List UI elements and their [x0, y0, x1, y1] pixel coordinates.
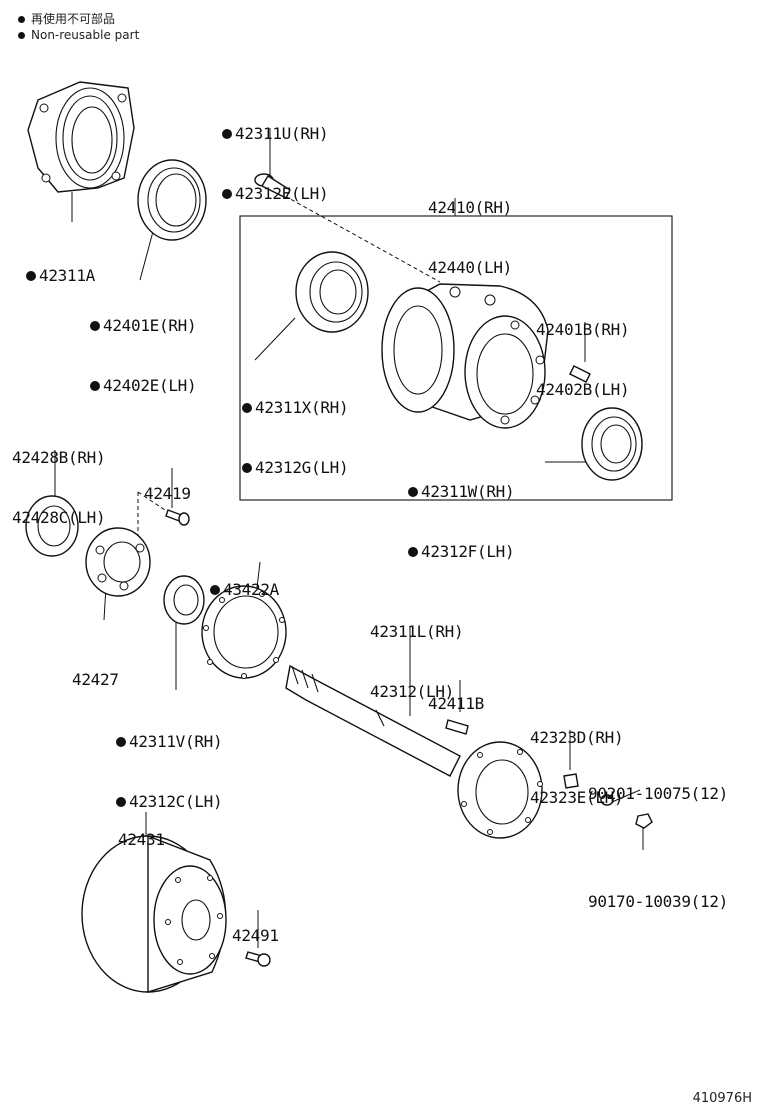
- part-label-90170: 90170-10039(12): [588, 852, 728, 932]
- nonreusable-bullet-icon: [116, 797, 126, 807]
- legend-text-english: Non-reusable part: [31, 28, 140, 42]
- part-label-42401e: 42401E(RH) 42402E(LH): [90, 276, 197, 416]
- part-number: 42427: [72, 670, 119, 689]
- part-number: 42431: [118, 830, 165, 849]
- part-number: 42312C(LH): [129, 792, 223, 811]
- flange-gasket: [201, 585, 287, 679]
- part-number: 90201-10075(12): [588, 784, 728, 803]
- part-label-90201: 90201-10075(12): [588, 744, 728, 824]
- part-number: 42312G(LH): [255, 458, 349, 477]
- bolt-alignment-line: [137, 491, 169, 513]
- legend-line-japanese: 再使用不可部品: [18, 10, 115, 27]
- bearing-retainer-plate: [27, 81, 135, 193]
- part-number: 42419: [144, 484, 191, 503]
- cone-washer: [563, 773, 579, 789]
- part-number: 42311X(RH): [255, 398, 349, 417]
- axle-shaft: [285, 664, 543, 839]
- part-number: 42311V(RH): [129, 732, 223, 751]
- part-label-42419: 42419: [144, 444, 191, 524]
- part-label-42410: 42410(RH) 42440(LH): [428, 158, 512, 298]
- part-number: 43422A: [223, 580, 279, 599]
- shim-ring: [25, 495, 79, 557]
- part-label-42427: 42427: [72, 630, 119, 710]
- part-number: 42312F(LH): [421, 542, 515, 561]
- nonreusable-bullet-icon: [242, 463, 252, 473]
- part-number: 42401E(RH): [103, 316, 197, 335]
- hub-stud: [569, 365, 591, 383]
- nonreusable-bullet-icon: [222, 189, 232, 199]
- nonreusable-bullet-icon: [90, 381, 100, 391]
- part-label-42323d: 42323D(RH) 42323E(LH): [530, 688, 624, 828]
- nonreusable-bullet-icon: [408, 547, 418, 557]
- figure-number: 410976H: [692, 1091, 752, 1106]
- part-number: 42428C(LH): [12, 508, 106, 527]
- part-number: 42410(RH): [428, 198, 512, 217]
- part-number: 42311A: [39, 266, 95, 285]
- part-number: 42402E(LH): [103, 376, 197, 395]
- nonreusable-bullet-icon: [90, 321, 100, 331]
- legend-bullet-icon: [18, 32, 25, 39]
- part-label-42311u: 42311U(RH) 42312E(LH): [222, 84, 329, 224]
- nonreusable-bullet-icon: [210, 585, 220, 595]
- shaft-stud: [445, 719, 469, 735]
- part-label-42311a: 42311A: [26, 226, 95, 306]
- nonreusable-bullet-icon: [408, 487, 418, 497]
- nonreusable-bullet-icon: [242, 403, 252, 413]
- part-label-42428b: 42428B(RH) 42428C(LH): [12, 408, 106, 548]
- part-number: 90170-10039(12): [588, 892, 728, 911]
- legend-line-english: Non-reusable part: [18, 28, 139, 42]
- part-label-43422a: 43422A: [210, 540, 279, 620]
- part-number: 42323D(RH): [530, 728, 624, 747]
- hub-assembly-box: [239, 215, 673, 501]
- part-number: 42402B(LH): [536, 380, 630, 399]
- part-number: 42411B: [428, 694, 484, 713]
- legend-text-japanese: 再使用不可部品: [31, 12, 116, 26]
- part-number: 42401B(RH): [536, 320, 630, 339]
- bearing-case: [85, 527, 151, 597]
- hub-bolt: [254, 173, 291, 199]
- axle-hub: [381, 283, 549, 429]
- part-number: 42311W(RH): [421, 482, 515, 501]
- hex-nut: [635, 813, 653, 829]
- part-label-42411b: 42411B: [428, 654, 484, 734]
- case-bolt: [165, 509, 190, 526]
- legend-bullet-icon: [18, 16, 25, 23]
- part-number: 42440(LH): [428, 258, 512, 277]
- plain-washer: [600, 794, 614, 806]
- part-number: 42311U(RH): [235, 124, 329, 143]
- part-label-42431: 42431: [118, 790, 165, 870]
- drum-screw: [245, 951, 271, 967]
- outer-bearing: [295, 251, 369, 333]
- part-label-42491: 42491: [232, 886, 279, 966]
- nonreusable-bullet-icon: [222, 129, 232, 139]
- part-label-42311x: 42311X(RH) 42312G(LH): [242, 358, 349, 498]
- part-label-42311l: 42311L(RH) 42312(LH): [370, 582, 464, 722]
- inner-bearing: [581, 407, 643, 481]
- brake-drum: [81, 834, 227, 993]
- nonreusable-bullet-icon: [116, 737, 126, 747]
- oil-seal: [137, 159, 207, 241]
- part-number: 42311L(RH): [370, 622, 464, 641]
- part-number: 42323E(LH): [530, 788, 624, 807]
- bolt-alignment-line: [284, 195, 441, 283]
- inner-oil-seal: [163, 575, 205, 625]
- part-number: 42428B(RH): [12, 448, 106, 467]
- part-label-42401b: 42401B(RH) 42402B(LH): [536, 280, 630, 420]
- part-number: 42491: [232, 926, 279, 945]
- part-label-42311w: 42311W(RH) 42312F(LH): [408, 442, 515, 582]
- part-label-42311v: 42311V(RH) 42312C(LH): [116, 692, 223, 832]
- nonreusable-bullet-icon: [26, 271, 36, 281]
- part-number: 42312E(LH): [235, 184, 329, 203]
- part-number: 42312(LH): [370, 682, 454, 701]
